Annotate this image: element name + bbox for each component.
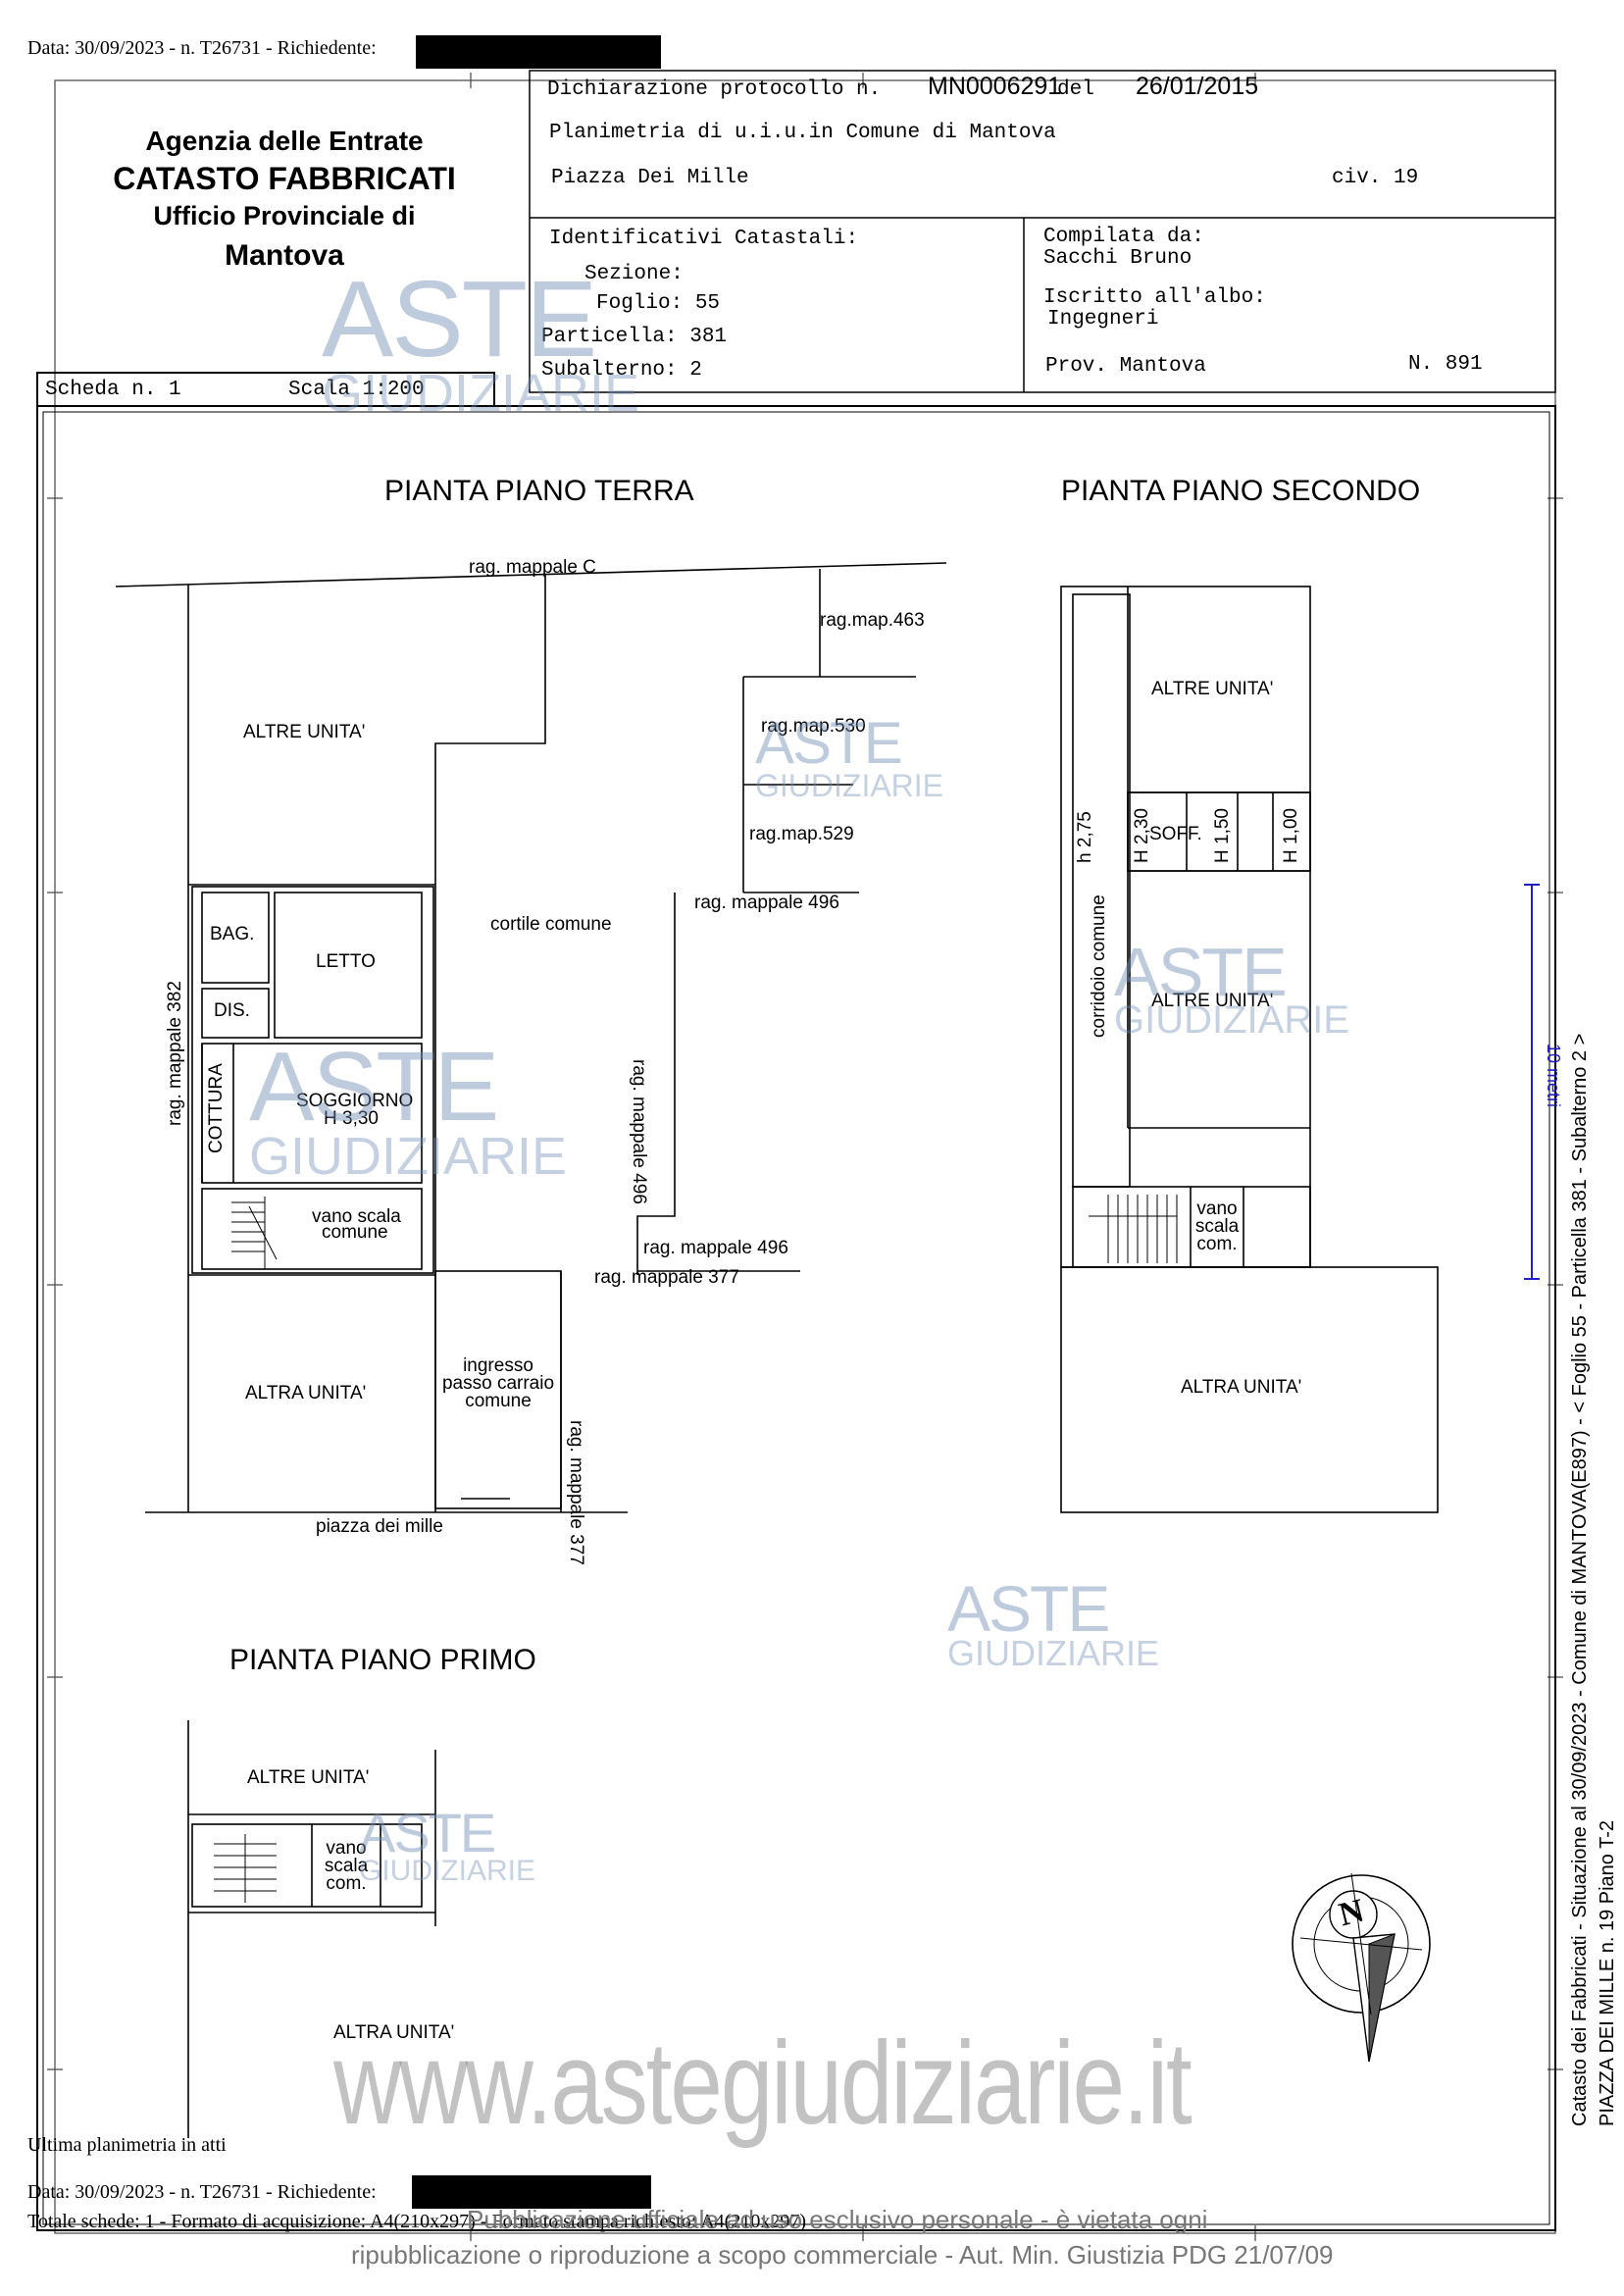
top-meta-data: Data: 30/09/2023 - n. T26731 - Richieden… [27, 37, 377, 59]
label-soggiorno: SOGGIORNO [296, 1091, 414, 1111]
footer-pubblicazione-line2: ripubblicazione o riproduzione a scopo c… [351, 2240, 1334, 2270]
label-altre-unita-primo: ALTRE UNITA' [247, 1767, 370, 1788]
declaration-address: Piazza Dei Mille [551, 167, 749, 189]
label-h275: h 2,75 [1075, 811, 1095, 863]
label-altre-unita-secondo-mid: ALTRE UNITA' [1151, 991, 1274, 1011]
label-altre-unita-terra: ALTRE UNITA' [243, 722, 366, 742]
first-floor-plan [187, 1720, 436, 2138]
declaration-planimetria: Planimetria di u.i.u.in Comune di Mantov… [549, 122, 1056, 144]
footer-redacted-requester [412, 2175, 651, 2209]
identifiers-particella: Particella: 381 [541, 326, 728, 348]
agency-catasto: CATASTO FABBRICATI [113, 161, 456, 196]
label-rag-map-529: rag.map.529 [749, 824, 854, 844]
label-altra-unita-terra: ALTRA UNITA' [245, 1383, 367, 1403]
label-corridoio-comune: corridoio comune [1089, 894, 1109, 1038]
ground-floor-plan [115, 562, 947, 1513]
label-altre-unita-secondo-top: ALTRE UNITA' [1151, 679, 1274, 699]
label-cottura: COTTURA [206, 1063, 227, 1153]
footer-totale: Totale schede: 1 - Formato di acquisizio… [27, 2211, 806, 2232]
plan-title-secondo: PIANTA PIANO SECONDO [1061, 475, 1421, 507]
north-compass [1292, 1872, 1431, 2063]
label-h100: H 1,00 [1281, 808, 1301, 863]
plan-title-terra: PIANTA PIANO TERRA [384, 475, 694, 507]
redacted-requester [416, 35, 661, 69]
label-rag-mappale-496-bottom: rag. mappale 496 [643, 1238, 788, 1258]
label-soggiorno-h: H 3,30 [324, 1108, 379, 1129]
compiler-label: Compilata da: [1043, 226, 1204, 248]
scale-bar [1524, 884, 1540, 1280]
declaration-del: del [1057, 78, 1094, 101]
footer-ultima: Ultima planimetria in atti [27, 2134, 227, 2156]
agency-ufficio: Ufficio Provinciale di [153, 201, 416, 230]
footer-data: Data: 30/09/2023 - n. T26731 - Richieden… [27, 2181, 377, 2203]
declaration-prefix: Dichiarazione protocollo n. [547, 78, 882, 101]
label-rag-mappale-c: rag. mappale C [469, 557, 596, 578]
label-altra-unita-secondo: ALTRA UNITA' [1181, 1377, 1302, 1398]
scheda-label: Scheda n. 1 [45, 379, 181, 401]
label-rag-mappale-496-vertical: rag. mappale 496 [629, 1059, 649, 1204]
declaration-number: MN0006291 [928, 73, 1062, 100]
compiler-name: Sacchi Bruno [1043, 247, 1193, 270]
label-piazza-dei-mille: piazza dei mille [316, 1516, 443, 1537]
scale-bar-label: 10 metri [1544, 1044, 1563, 1108]
label-h150: H 1,50 [1212, 808, 1233, 863]
compiler-prov: Prov. Mantova [1045, 355, 1206, 378]
label-rag-mappale-382: rag. mappale 382 [165, 981, 185, 1126]
label-vano-scala-comune: comune [322, 1222, 388, 1243]
compiler-iscritto: Iscritto all'albo: [1043, 286, 1266, 309]
label-cortile-comune: cortile comune [490, 914, 612, 935]
identifiers-subalterno: Subalterno: 2 [541, 359, 702, 382]
label-altra-unita-primo: ALTRA UNITA' [333, 2022, 455, 2043]
label-soff: SOFF. [1149, 824, 1202, 844]
agency-city: Mantova [225, 239, 344, 272]
label-rag-mappale-377: rag. mappale 377 [594, 1267, 739, 1288]
agency-block: Agenzia delle Entrate CATASTO FABBRICATI… [88, 126, 481, 273]
label-rag-map-530: rag.map.530 [761, 716, 866, 737]
identifiers-foglio: Foglio: 55 [596, 292, 721, 315]
label-dis: DIS. [214, 1000, 250, 1021]
declaration-civ: civ. 19 [1332, 167, 1419, 189]
label-letto: LETTO [316, 951, 376, 972]
label-vano-scala: vano scala [312, 1206, 401, 1227]
identifiers-sezione: Sezione: [584, 263, 684, 285]
scheda-scala: Scala 1:200 [288, 379, 425, 401]
label-rag-mappale-496-top: rag. mappale 496 [694, 893, 839, 913]
declaration-date: 26/01/2015 [1136, 73, 1259, 100]
compiler-num: N. 891 [1408, 353, 1483, 376]
identifiers-title: Identificativi Catastali: [549, 228, 859, 250]
agency-name: Agenzia delle Entrate [145, 126, 424, 156]
label-bag: BAG. [210, 924, 255, 944]
side-situazione-line2: PIAZZA DEI MILLE n. 19 Piano T-2 [1597, 1819, 1618, 2126]
footer-pubblicazione-line1: Pubblicazione ufficiale ad uso esclusivo… [467, 2205, 1208, 2234]
side-situazione-line1: Catasto dei Fabbricati - Situazione al 3… [1569, 1033, 1591, 2126]
second-floor-plan [1060, 586, 1439, 1513]
label-rag-mappale-377-vertical: rag. mappale 377 [566, 1420, 586, 1565]
plan-title-primo: PIANTA PIANO PRIMO [229, 1644, 536, 1676]
label-rag-map-463: rag.map.463 [820, 610, 925, 631]
compiler-albo: Ingegneri [1047, 308, 1159, 331]
